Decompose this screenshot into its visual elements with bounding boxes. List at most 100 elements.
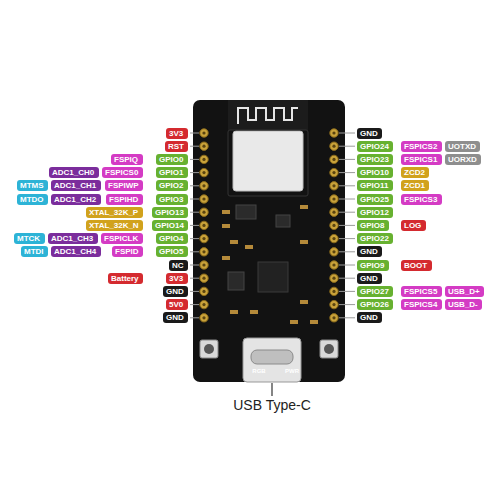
- pin-tag: GPIO25: [357, 194, 393, 205]
- pin-name: GPIO2: [159, 181, 183, 190]
- leader-line: [339, 304, 355, 305]
- header-pin: [330, 274, 338, 282]
- pin-hole: [332, 145, 335, 148]
- smd-component: [245, 245, 253, 249]
- smd-component: [222, 224, 230, 228]
- pin-hole: [332, 303, 335, 306]
- pin-tag: GPIO22: [357, 233, 393, 244]
- rf-module: [228, 130, 308, 196]
- pin-tag: GPIO2: [156, 180, 188, 191]
- pin-tag: FSPIWP: [105, 180, 143, 191]
- pin-hole: [332, 250, 335, 253]
- pin-name: GPIO11: [360, 181, 388, 190]
- pin-tag: 3V3: [166, 273, 188, 284]
- pin-tag: Battery: [108, 273, 143, 284]
- pin-name: UORXD: [448, 155, 477, 164]
- pin-name: 5V0: [169, 300, 183, 309]
- leader-line: [339, 225, 355, 226]
- header-pin: [200, 287, 208, 295]
- pin-tag: GND: [163, 286, 188, 297]
- leader-line: [339, 265, 355, 266]
- pin-tag: FSPID: [112, 246, 143, 257]
- leader-line: [190, 199, 199, 200]
- antenna-trace: [238, 108, 298, 124]
- pin-tag: MTDO: [17, 194, 48, 205]
- pin-name: USB_D-: [448, 300, 478, 309]
- header-pin: [200, 155, 208, 163]
- smd-component: [300, 205, 308, 209]
- pin-name: GPIO3: [159, 195, 183, 204]
- pin-tag: MTDI: [21, 246, 48, 257]
- boot-button: [320, 340, 338, 358]
- pin-name: FSPIQ: [114, 155, 138, 164]
- smd-parts: [222, 205, 318, 324]
- pin-name: MTDI: [24, 247, 44, 256]
- leader-line: [339, 185, 355, 186]
- leader-line: [339, 238, 355, 239]
- pin-tag: GPIO1: [156, 167, 188, 178]
- pin-hole: [202, 224, 205, 227]
- pin-name: ADC1_CH2: [54, 195, 96, 204]
- pin-tag: FSPIHD: [106, 194, 143, 205]
- rf-module-shield: [233, 131, 303, 191]
- pin-tag: 3V3: [166, 128, 188, 139]
- header-pin: [200, 221, 208, 229]
- pin-name: FSPICS0: [105, 168, 138, 177]
- pin-tag: FSPICS3: [401, 194, 442, 205]
- pin-name: 3V3: [169, 274, 183, 283]
- pin-name: ZCD1: [404, 181, 425, 190]
- pin-tag: GND: [163, 312, 188, 323]
- header-pin: [200, 314, 208, 322]
- pin-name: LOG: [404, 221, 421, 230]
- pin-tag: RST: [165, 141, 188, 152]
- header-pin: [200, 195, 208, 203]
- leader-line: [339, 212, 355, 213]
- header-pin: [200, 142, 208, 150]
- pin-name: Battery: [111, 274, 139, 283]
- pin-tag: FSPICS0: [102, 167, 143, 178]
- header-pin: [330, 261, 338, 269]
- header-pin: [330, 248, 338, 256]
- pin-name: ADC1_CH4: [54, 247, 96, 256]
- leader-line: [190, 278, 199, 279]
- pin-name: FSPID: [115, 247, 139, 256]
- pin-name: NC: [172, 261, 184, 270]
- pin-tag: NC: [169, 260, 188, 271]
- pin-name: GPIO13: [155, 208, 184, 217]
- leader-line: [190, 172, 199, 173]
- pin-name: FSPIWP: [108, 181, 139, 190]
- smd-component: [230, 310, 238, 314]
- pin-hole: [202, 316, 205, 319]
- pin-name: RST: [168, 142, 184, 151]
- pin-tag: ZCD2: [401, 167, 429, 178]
- pin-name: GND: [360, 129, 378, 138]
- pin-name: FSPICS2: [404, 142, 437, 151]
- header-pin: [330, 208, 338, 216]
- pin-tag: GPIO12: [357, 207, 393, 218]
- pin-hole: [332, 158, 335, 161]
- leader-line: [190, 225, 199, 226]
- pin-name: MTMS: [20, 181, 44, 190]
- button-cap: [324, 344, 334, 354]
- leader-line: [339, 159, 355, 160]
- smd-component: [230, 240, 238, 244]
- pin-hole: [202, 237, 205, 240]
- header-pin: [200, 182, 208, 190]
- pin-tag: GND: [357, 246, 382, 257]
- pin-name: ADC1_CH0: [52, 168, 94, 177]
- header-pin: [200, 168, 208, 176]
- pin-tag: ZCD1: [401, 180, 429, 191]
- smd-component: [300, 300, 308, 304]
- pin-name: XTAL_32K_N: [89, 221, 139, 230]
- usb-c-connector: [243, 338, 301, 382]
- pin-tag: ADC1_CH3: [48, 233, 98, 244]
- smd-component: [290, 320, 298, 324]
- pin-tag: GPIO27: [357, 286, 393, 297]
- pin-name: GPIO14: [155, 221, 184, 230]
- pin-hole: [202, 171, 205, 174]
- header-pin: [200, 248, 208, 256]
- header-pin: [200, 208, 208, 216]
- pin-name: GND: [360, 274, 378, 283]
- pin-hole: [202, 184, 205, 187]
